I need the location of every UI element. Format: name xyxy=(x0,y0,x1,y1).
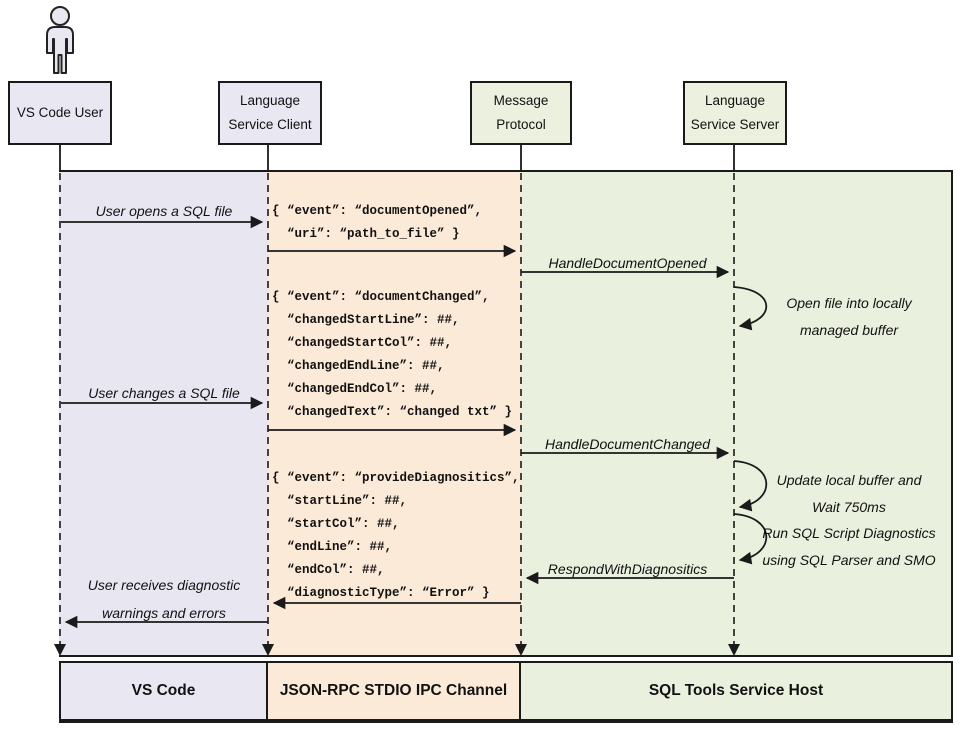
payload-line: “changedEndCol”: ##, xyxy=(272,382,438,396)
payload-line: “changedEndLine”: ##, xyxy=(272,359,445,373)
payload-line: { “event”: “documentChanged”, xyxy=(272,290,490,304)
actor-box-vscode-user: VS Code User xyxy=(8,81,112,145)
actor-label: Protocol xyxy=(496,117,546,132)
lifeline-stubs xyxy=(59,145,735,170)
lane-vscode xyxy=(59,172,268,656)
label-line: warnings and errors xyxy=(102,605,226,621)
note-update-buffer: Update local buffer and Wait 750ms xyxy=(744,467,954,521)
loop-update-buffer xyxy=(733,460,768,512)
label-user-changes: User changes a SQL file xyxy=(88,385,240,401)
lane-ipc-channel xyxy=(268,172,521,656)
note-line: Wait 750ms xyxy=(812,499,886,515)
loop-run-diagnostics xyxy=(733,513,768,565)
down-arrow-icon xyxy=(728,644,740,656)
payload-document-opened: { “event”: “documentOpened”, “uri”: “pat… xyxy=(272,200,482,246)
payload-line: “changedStartLine”: ##, xyxy=(272,313,460,327)
down-arrow-icon xyxy=(54,644,66,656)
footer-label: JSON-RPC STDIO IPC Channel xyxy=(279,682,508,699)
footer-box-ipc-channel: JSON-RPC STDIO IPC Channel xyxy=(266,661,521,723)
actor-box-message-protocol: Message Protocol xyxy=(470,81,572,145)
actor-label: Service Client xyxy=(228,117,312,132)
footer-box-service-host: SQL Tools Service Host xyxy=(519,661,953,723)
note-line: using SQL Parser and SMO xyxy=(762,552,936,568)
payload-document-changed: { “event”: “documentChanged”, “changedSt… xyxy=(272,286,512,424)
label-user-receives: User receives diagnostic warnings and er… xyxy=(60,571,268,627)
down-arrow-icon xyxy=(262,644,274,656)
actor-box-language-service-server: Language Service Server xyxy=(683,81,787,145)
label-handle-document-changed: HandleDocumentChanged xyxy=(545,436,710,452)
label-user-opens: User opens a SQL file xyxy=(95,203,233,219)
payload-line: “changedStartCol”: ##, xyxy=(272,336,453,350)
payload-line: “diagnosticType”: “Error” } xyxy=(272,586,490,600)
payload-line: “endLine”: ##, xyxy=(272,540,393,554)
footer-label: SQL Tools Service Host xyxy=(648,682,824,699)
actor-label: Message xyxy=(493,93,549,108)
payload-line: “changedText”: “changed txt” } xyxy=(272,405,513,419)
note-run-diagnostics: Run SQL Script Diagnostics using SQL Par… xyxy=(744,520,954,574)
payload-line: “startCol”: ##, xyxy=(272,517,400,531)
actor-label: Service Server xyxy=(690,117,780,132)
note-line: Open file into locally xyxy=(786,295,912,311)
payload-line: { “event”: “provideDiagnositics”, xyxy=(272,471,520,485)
payload-line: { “event”: “documentOpened”, xyxy=(272,204,483,218)
actor-label: Language xyxy=(704,93,766,108)
payload-line: “uri”: “path_to_file” } xyxy=(272,227,460,241)
label-handle-document-opened: HandleDocumentOpened xyxy=(548,255,707,271)
lifeline-band xyxy=(59,170,953,656)
loop-open-file xyxy=(733,286,768,331)
lane-service-host xyxy=(521,172,951,656)
footer-box-vscode: VS Code xyxy=(59,661,268,723)
down-arrow-icon xyxy=(515,644,527,656)
payload-line: “startLine”: ##, xyxy=(272,494,408,508)
note-line: Run SQL Script Diagnostics xyxy=(762,525,936,541)
band-bottom xyxy=(54,644,953,657)
note-line: managed buffer xyxy=(799,322,899,338)
lifelines xyxy=(59,173,735,652)
label-respond-with-diagnositics: RespondWithDiagnositics xyxy=(547,561,708,577)
note-line: Update local buffer and xyxy=(776,472,922,488)
footer-label: VS Code xyxy=(131,682,196,699)
actor-label: Language xyxy=(239,93,301,108)
actor-label: VS Code User xyxy=(16,105,104,120)
actor-box-language-service-client: Language Service Client xyxy=(218,81,322,145)
payload-line: “endCol”: ##, xyxy=(272,563,385,577)
label-line: User receives diagnostic xyxy=(87,577,241,593)
payload-provide-diagnositics: { “event”: “provideDiagnositics”, “start… xyxy=(272,467,520,605)
note-open-file: Open file into locally managed buffer xyxy=(744,290,954,344)
user-person-icon xyxy=(46,6,74,74)
